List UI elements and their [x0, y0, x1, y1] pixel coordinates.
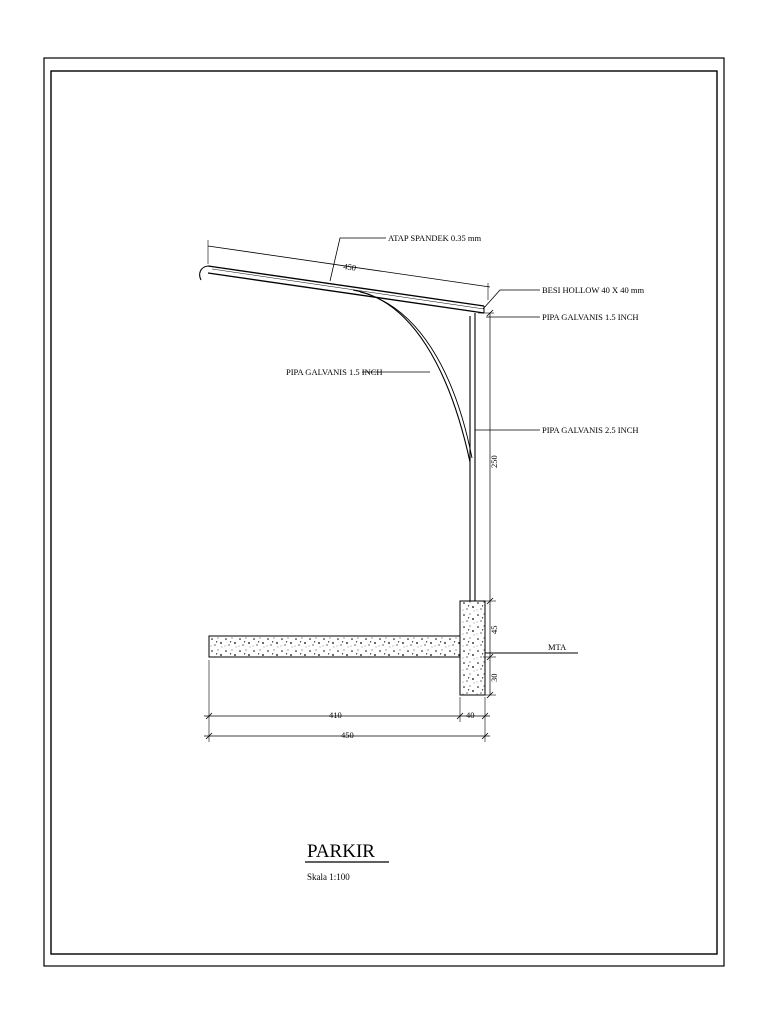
pipe-arc-label-group: PIPA GALVANIS 1.5 INCH: [286, 367, 430, 377]
horizontal-dimensions: 410 40 450: [204, 660, 490, 742]
concrete-footing: [459, 600, 486, 696]
column-height-label: 250: [489, 455, 499, 468]
pipe-arc-label: PIPA GALVANIS 1.5 INCH: [286, 367, 383, 377]
curved-brace-pipe: [352, 289, 473, 463]
ground-line-group: MTA: [485, 642, 578, 654]
concrete-slab: [208, 635, 461, 658]
drawing-scale: Skala 1:100: [307, 872, 350, 882]
vertical-dimensions: 250 45 30: [478, 309, 499, 699]
outer-border: [43, 57, 725, 967]
pipe-column-label-group: PIPA GALVANIS 2.5 INCH: [475, 425, 639, 435]
footing-lower-label: 30: [489, 674, 499, 683]
footing-upper-label: 45: [489, 626, 499, 635]
footing-width-label: 40: [466, 710, 475, 720]
ground-label: MTA: [548, 642, 567, 652]
pipe-column-label: PIPA GALVANIS 2.5 INCH: [542, 425, 639, 435]
drawing-title: PARKIR: [307, 841, 375, 862]
roof-label-group: ATAP SPANDEK 0.35 mm: [329, 233, 482, 282]
pipe-top-label-group: PIPA GALVANIS 1.5 INCH: [486, 312, 639, 322]
pipe-top-label: PIPA GALVANIS 1.5 INCH: [542, 312, 639, 322]
hollow-label-group: BESI HOLLOW 40 X 40 mm: [482, 285, 644, 310]
hollow-label: BESI HOLLOW 40 X 40 mm: [542, 285, 644, 295]
title-block: PARKIR Skala 1:100: [305, 841, 389, 882]
roof-length-label: 450: [343, 261, 357, 273]
inner-border: [50, 70, 718, 955]
roof-length-dimension: 450: [207, 240, 491, 300]
slab-width-label: 410: [329, 710, 342, 720]
column-pipe: [469, 313, 476, 601]
total-width-label: 450: [341, 730, 354, 740]
roof-label: ATAP SPANDEK 0.35 mm: [388, 233, 482, 243]
roof-panel: [199, 265, 485, 314]
